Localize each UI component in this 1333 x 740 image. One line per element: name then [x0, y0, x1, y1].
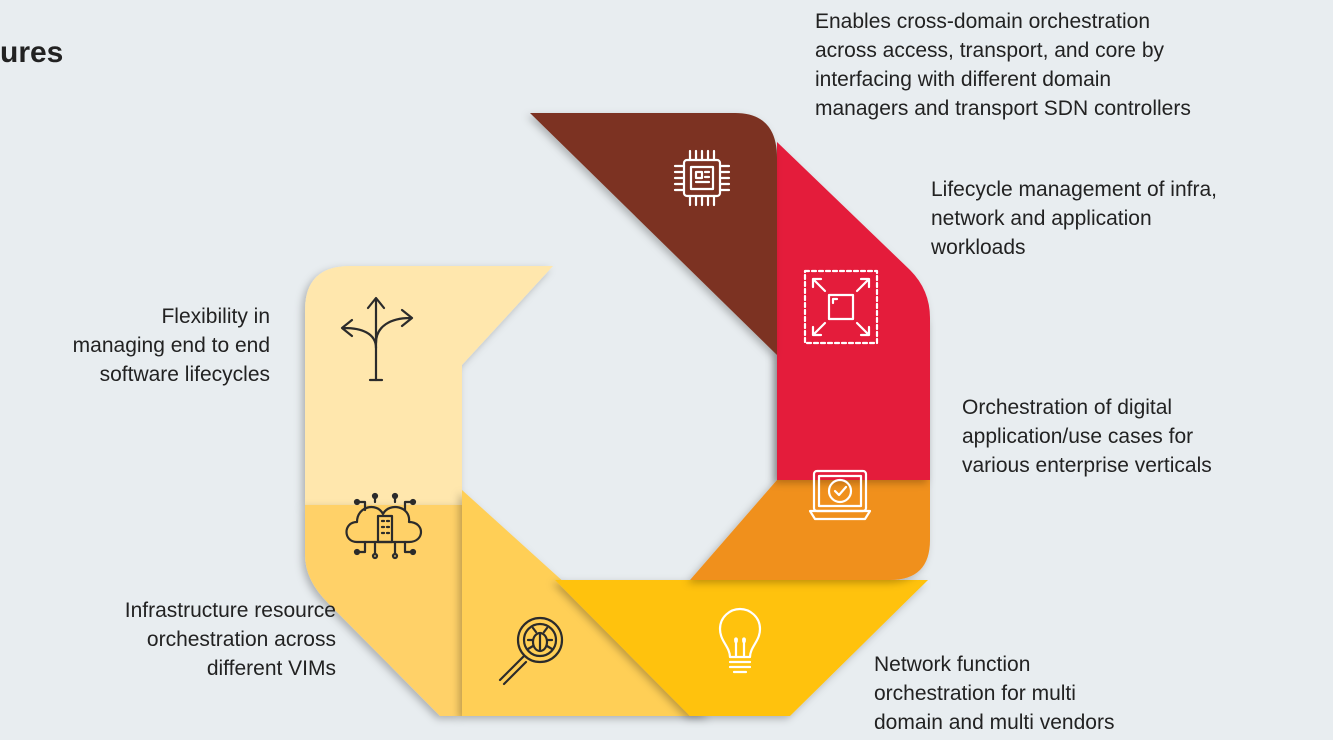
segment-flexibility: [305, 266, 553, 505]
segment-infrastructure: [305, 505, 462, 716]
feature-line: Infrastructure resource: [124, 599, 336, 622]
feature-line: orchestration across: [146, 628, 336, 651]
feature-line: application/use cases for: [962, 425, 1194, 448]
lightbulb-icon: [718, 607, 762, 674]
feature-line: workloads: [931, 236, 1026, 259]
segment-cross-domain: [530, 113, 777, 355]
feature-line: Flexibility in: [161, 305, 270, 328]
feature-line: interfacing with different domain: [815, 68, 1112, 91]
laptop-check-icon: [808, 469, 872, 521]
feature-line: Network function: [874, 653, 1031, 676]
feature-line: Lifecycle management of infra,: [931, 178, 1217, 201]
feature-line: across access, transport, and core by: [815, 39, 1164, 62]
feature-label-infrastructure: Infrastructure resource orchestration ac…: [125, 596, 336, 683]
cloud-building-icon: [345, 492, 423, 560]
feature-line: domain and multi vendors: [874, 711, 1115, 734]
bug-search-icon: [498, 616, 564, 686]
feature-line: software lifecycles: [99, 363, 270, 386]
feature-line: Orchestration of digital: [962, 396, 1173, 419]
feature-label-flexibility: Flexibility in managing end to end softw…: [73, 302, 270, 389]
split-arrows-icon: [340, 296, 414, 382]
segment-network-function-main: [555, 580, 928, 716]
feature-label-digital-app: Orchestration of digital application/use…: [962, 393, 1212, 480]
feature-line: managers and transport SDN controllers: [815, 97, 1191, 120]
page-title: ures: [0, 36, 64, 69]
feature-line: orchestration for multi: [874, 682, 1076, 705]
expand-icon: [803, 269, 879, 345]
chip-icon: [673, 149, 731, 207]
feature-label-cross-domain: Enables cross-domain orchestration acros…: [815, 7, 1191, 123]
feature-line: different VIMs: [206, 657, 336, 680]
feature-line: Enables cross-domain orchestration: [815, 10, 1150, 33]
feature-label-lifecycle: Lifecycle management of infra, network a…: [931, 175, 1217, 262]
feature-line: managing end to end: [72, 334, 270, 357]
feature-line: various enterprise verticals: [962, 454, 1212, 477]
feature-label-network-function: Network function orchestration for multi…: [874, 650, 1114, 737]
feature-line: network and application: [931, 207, 1152, 230]
